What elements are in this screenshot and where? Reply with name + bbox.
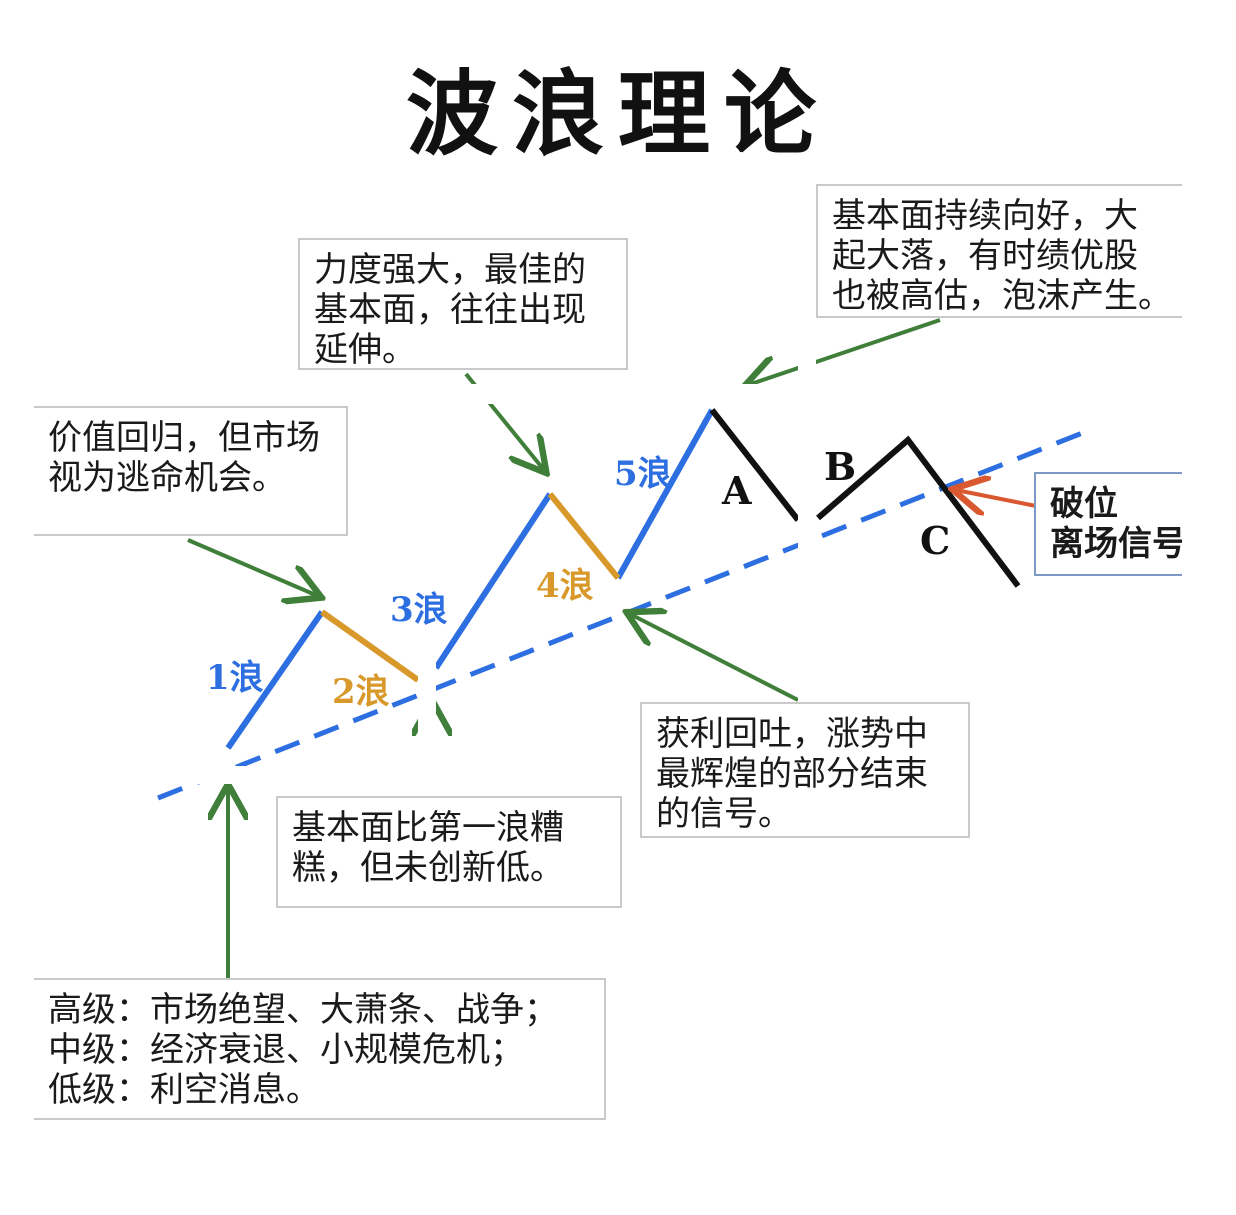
note-line: 糕，但未创新低。 (292, 848, 564, 888)
note-wave2-bottom: 基本面比第一浪糟 糕，但未创新低。 (276, 796, 622, 908)
note-line: 起大落，有时绩优股 (832, 236, 1138, 276)
note-line: 高级：市场绝望、大萧条、战争； (48, 990, 558, 1030)
arrow-wave1-top (187, 538, 318, 596)
abc-line-bc (816, 435, 1021, 588)
tile-gap-h2 (56, 766, 1186, 784)
note-line: 中级：经济衰退、小规模危机； (48, 1030, 524, 1070)
note-line: 延伸。 (314, 330, 416, 370)
wave-1-label: 1浪 (206, 658, 264, 698)
page-title: 波浪理论 (405, 61, 830, 168)
note-line: 基本面持续向好，大 (832, 196, 1138, 236)
wave-2-label: 2浪 (332, 672, 390, 712)
arrow-wave5-top (748, 318, 941, 385)
arrow-wave4-bottom (630, 614, 799, 702)
wave-4-line (547, 492, 621, 580)
note-line: 基本面，往往出现 (314, 290, 586, 330)
wave-2-line (320, 609, 420, 683)
note-line: 力度强大，最佳的 (314, 250, 586, 290)
note-line: 获利回吐，涨势中 (656, 714, 928, 754)
note-line: 破位 (1050, 484, 1118, 524)
wave-b-label: B (824, 444, 857, 489)
note-line: 价值回归，但市场 (48, 418, 320, 458)
tile-gap-h1 (56, 384, 1186, 404)
note-wave4-bottom: 获利回吐，涨势中 最辉煌的部分结束 的信号。 (640, 702, 970, 838)
note-line: 离场信号 (1050, 524, 1182, 564)
note-line: 也被高估，泡沫产生。 (832, 276, 1172, 316)
wave-5-line (615, 408, 715, 580)
note-line: 最辉煌的部分结束 (656, 754, 928, 794)
wave-5-label: 5浪 (614, 454, 672, 494)
wave-a-label: A (722, 468, 752, 513)
note-wave3-top: 力度强大，最佳的 基本面，往往出现 延伸。 (298, 238, 628, 370)
note-wave1-bottom: 高级：市场绝望、大萧条、战争； 中级：经济衰退、小规模危机； 低级：利空消息。 (34, 978, 606, 1120)
abc-line (709, 408, 801, 522)
note-line: 视为逃命机会。 (48, 458, 286, 498)
tile-gap-v2 (798, 180, 816, 840)
wave-1-line (225, 610, 325, 750)
note-wave5-top: 基本面持续向好，大 起大落，有时绩优股 也被高估，泡沫产生。 (816, 184, 1182, 318)
arrow-break (956, 490, 1037, 506)
note-break: 破位 离场信号 (1034, 472, 1182, 576)
wave-3-line (433, 492, 553, 670)
wave-c-label: C (920, 518, 951, 563)
note-line: 基本面比第一浪糟 (292, 808, 564, 848)
note-wave1-top: 价值回归，但市场 视为逃命机会。 (34, 406, 348, 536)
note-line: 低级：利空消息。 (48, 1070, 320, 1110)
note-line: 的信号。 (656, 794, 792, 834)
wave-4-label: 4浪 (536, 566, 594, 606)
wave-3-label: 3浪 (390, 590, 448, 630)
